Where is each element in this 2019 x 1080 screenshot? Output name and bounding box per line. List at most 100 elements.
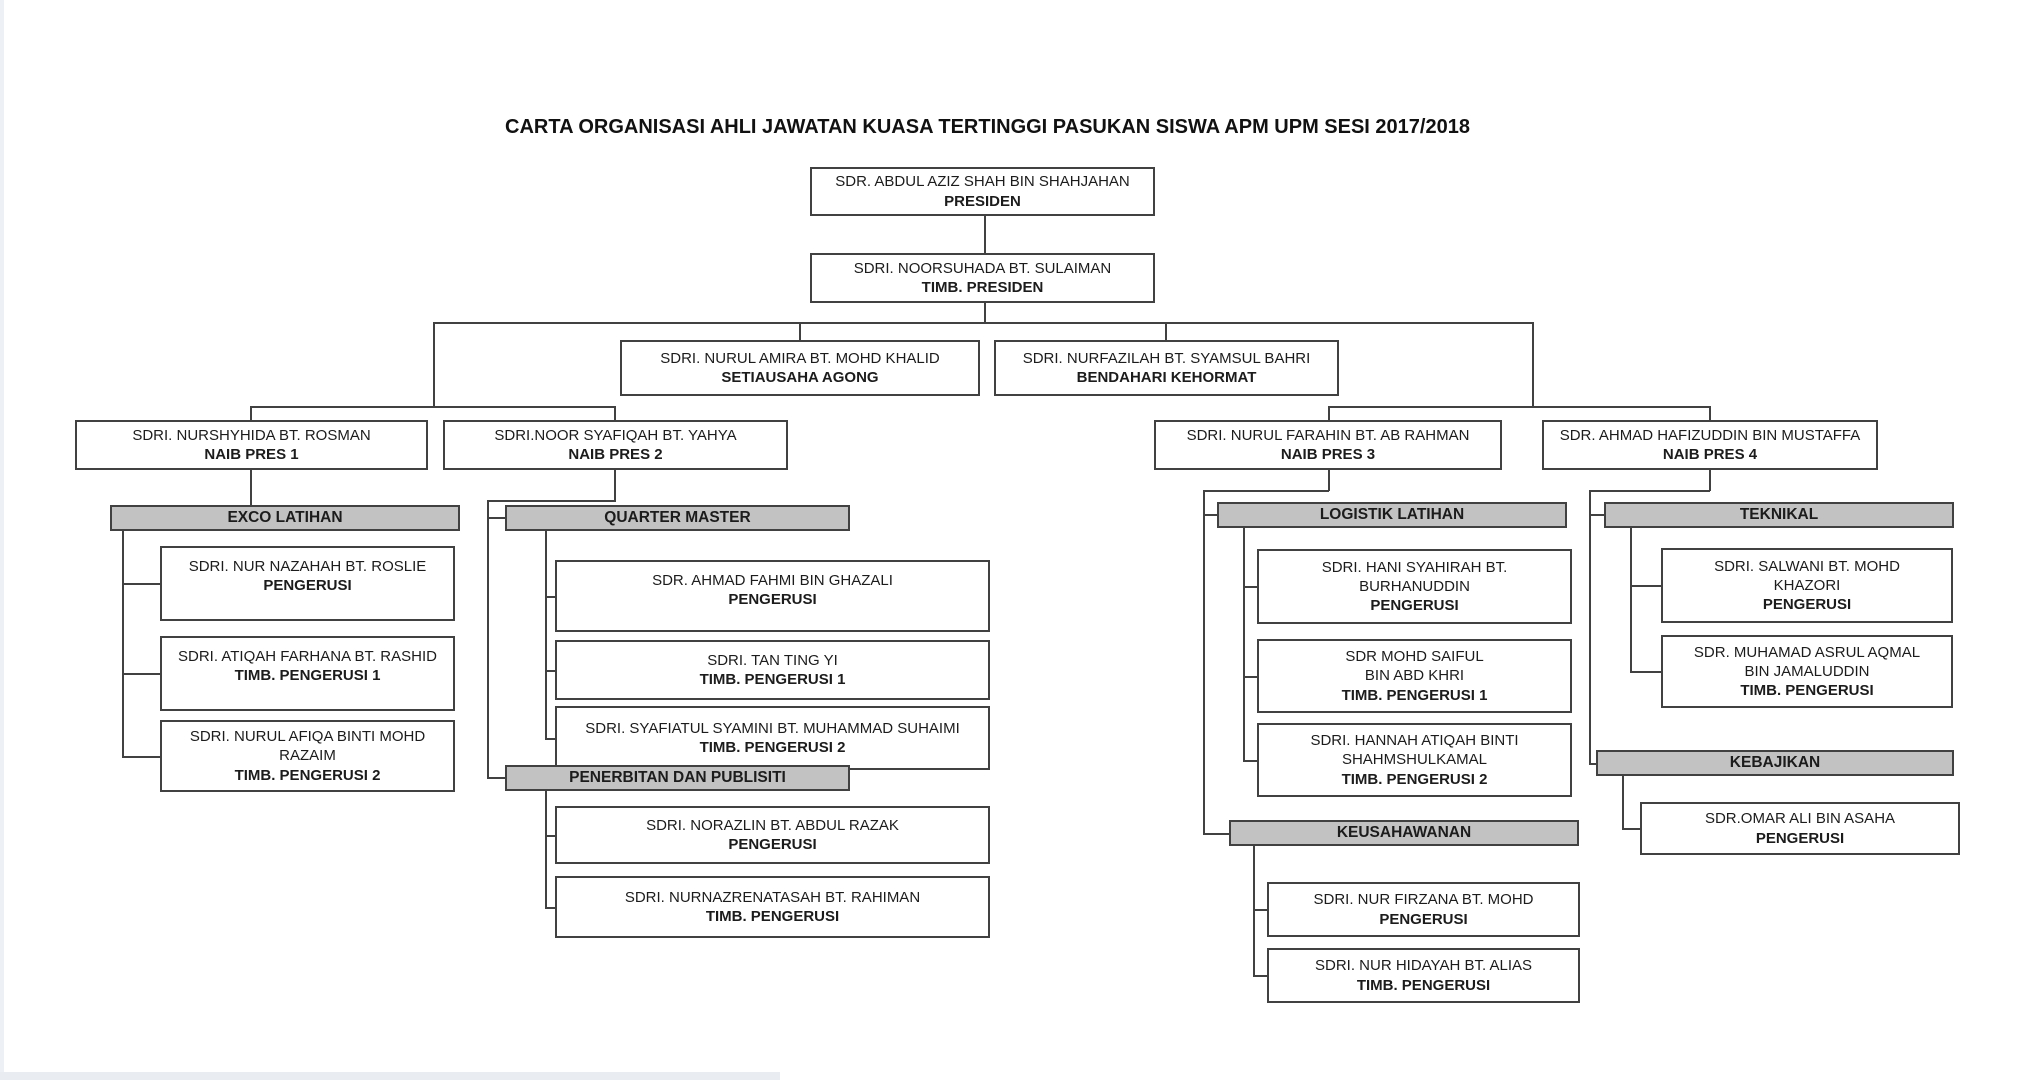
member-name: SDRI. NORAZLIN BT. ABDUL RAZAK xyxy=(646,816,899,834)
header-quarter-master: QUARTER MASTER xyxy=(505,505,850,531)
connector-line xyxy=(1253,846,1255,976)
connector-line xyxy=(250,406,252,420)
header-keusahawanan: KEUSAHAWANAN xyxy=(1229,820,1579,846)
member-role: PENGERUSI xyxy=(1370,597,1459,615)
member-role: PENGERUSI xyxy=(1762,596,1852,614)
box-penerbitan-member-1: SDRI. NORAZLIN BT. ABDUL RAZAK PENGERUSI xyxy=(555,806,990,864)
connector-line xyxy=(1532,322,1534,407)
member-name: SDRI. NURUL AFIQA BINTI MOHD RAZAIM xyxy=(189,728,426,765)
connector-line xyxy=(1203,514,1217,516)
member-role: SETIAUSAHA AGONG xyxy=(721,369,879,386)
connector-line xyxy=(1165,322,1167,340)
box-kebajikan-member-1: SDR.OMAR ALI BIN ASAHA PENGERUSI xyxy=(1640,802,1960,855)
member-name: SDRI. NURUL FARAHIN BT. AB RAHMAN xyxy=(1186,426,1470,444)
box-presiden: SDR. ABDUL AZIZ SHAH BIN SHAHJAHAN PRESI… xyxy=(810,167,1155,216)
connector-line xyxy=(1630,528,1632,673)
member-role: PENGERUSI xyxy=(1379,910,1468,928)
member-name: SDR. AHMAD HAFIZUDDIN BIN MUSTAFFA xyxy=(1559,426,1861,444)
box-quarter-master-member-1: SDR. AHMAD FAHMI BIN GHAZALI PENGERUSI xyxy=(555,560,990,632)
connector-line xyxy=(1328,406,1711,408)
box-logistik-member-1: SDRI. HANI SYAHIRAH BT. BURHANUDDIN PENG… xyxy=(1257,549,1572,624)
member-role: NAIB PRES 2 xyxy=(568,446,663,463)
box-keusahawanan-member-1: SDRI. NUR FIRZANA BT. MOHD PENGERUSI xyxy=(1267,882,1580,937)
section-title: KEUSAHAWANAN xyxy=(1336,824,1472,842)
connector-line xyxy=(545,835,555,837)
member-role: BENDAHARI KEHORMAT xyxy=(1076,369,1257,386)
connector-line xyxy=(250,406,616,408)
member-role: TIMB. PENGERUSI 1 xyxy=(1341,686,1488,704)
box-naib-pres-1: SDRI. NURSHYHIDA BT. ROSMAN NAIB PRES 1 xyxy=(75,420,428,470)
box-teknikal-member-2: SDR. MUHAMAD ASRUL AQMAL BIN JAMALUDDIN … xyxy=(1661,635,1953,708)
section-title: QUARTER MASTER xyxy=(604,509,751,527)
connector-line xyxy=(1589,514,1604,516)
member-name: SDRI. NURUL AMIRA BT. MOHD KHALID xyxy=(660,349,940,367)
connector-line xyxy=(122,756,160,758)
box-keusahawanan-member-2: SDRI. NUR HIDAYAH BT. ALIAS TIMB. PENGER… xyxy=(1267,948,1580,1003)
connector-line xyxy=(1203,833,1229,835)
box-teknikal-member-1: SDRI. SALWANI BT. MOHD KHAZORI PENGERUSI xyxy=(1661,548,1953,623)
member-name: SDRI. NURFAZILAH BT. SYAMSUL BAHRI xyxy=(1022,349,1311,367)
connector-line xyxy=(1243,586,1257,588)
connector-line xyxy=(1203,490,1329,492)
connector-line xyxy=(1589,490,1710,492)
member-name: SDR MOHD SAIFUL BIN ABD KHRI xyxy=(1345,648,1484,685)
connector-line xyxy=(545,791,547,908)
member-name: SDR. MUHAMAD ASRUL AQMAL BIN JAMALUDDIN xyxy=(1693,643,1921,680)
member-name: SDR. AHMAD FAHMI BIN GHAZALI xyxy=(652,572,893,589)
member-role: TIMB. PENGERUSI xyxy=(705,908,840,925)
connector-line xyxy=(1253,909,1267,911)
member-role: PENGERUSI xyxy=(728,836,817,853)
connector-line xyxy=(122,583,160,585)
member-role: PRESIDEN xyxy=(944,192,1021,210)
connector-line xyxy=(1253,975,1267,977)
connector-line xyxy=(487,500,489,778)
box-quarter-master-member-2: SDRI. TAN TING YI TIMB. PENGERUSI 1 xyxy=(555,640,990,700)
connector-line xyxy=(1589,763,1598,765)
box-setiausaha-agong: SDRI. NURUL AMIRA BT. MOHD KHALID SETIAU… xyxy=(620,340,980,396)
box-naib-pres-4: SDR. AHMAD HAFIZUDDIN BIN MUSTAFFA NAIB … xyxy=(1542,420,1878,470)
member-name: SDRI. NUR HIDAYAH BT. ALIAS xyxy=(1315,957,1532,975)
page-title: CARTA ORGANISASI AHLI JAWATAN KUASA TERT… xyxy=(505,116,1470,138)
member-role: TIMB. PENGERUSI 2 xyxy=(234,766,381,784)
connector-line xyxy=(799,322,801,340)
connector-line xyxy=(1589,490,1591,764)
section-title: PENERBITAN DAN PUBLISITI xyxy=(569,769,786,787)
connector-line xyxy=(250,470,252,505)
member-role: TIMB. PENGERUSI 2 xyxy=(1341,770,1488,788)
connector-line xyxy=(1243,760,1257,762)
connector-line xyxy=(1622,776,1624,829)
header-penerbitan-dan-publisiti: PENERBITAN DAN PUBLISITI xyxy=(505,765,850,791)
member-role: NAIB PRES 1 xyxy=(204,446,299,463)
box-bendahari-kehormat: SDRI. NURFAZILAH BT. SYAMSUL BAHRI BENDA… xyxy=(994,340,1339,396)
box-naib-pres-2: SDRI.NOOR SYAFIQAH BT. YAHYA NAIB PRES 2 xyxy=(443,420,788,470)
page-edge-left xyxy=(0,0,4,1080)
connector-line xyxy=(984,215,986,253)
member-name: SDRI. SYAFIATUL SYAMINI BT. MUHAMMAD SUH… xyxy=(585,719,960,737)
member-name: SDRI. HANI SYAHIRAH BT. BURHANUDDIN xyxy=(1321,558,1508,595)
header-exco-latihan: EXCO LATIHAN xyxy=(110,505,460,531)
member-role: PENGERUSI xyxy=(1755,829,1845,847)
member-name: SDRI. HANNAH ATIQAH BINTI SHAHMSHULKAMAL xyxy=(1310,732,1519,769)
connector-line xyxy=(545,907,555,909)
member-role: NAIB PRES 3 xyxy=(1280,446,1376,463)
box-logistik-member-3: SDRI. HANNAH ATIQAH BINTI SHAHMSHULKAMAL… xyxy=(1257,723,1572,797)
connector-line xyxy=(1328,406,1330,420)
connector-line xyxy=(1630,671,1661,673)
connector-line xyxy=(433,322,1534,324)
connector-line xyxy=(487,517,505,519)
member-name: SDRI. ATIQAH FARHANA BT. RASHID xyxy=(178,648,437,665)
member-name: SDR.OMAR ALI BIN ASAHA xyxy=(1704,810,1896,828)
member-role: PENGERUSI xyxy=(263,577,352,595)
connector-line xyxy=(122,673,160,675)
connector-line xyxy=(1328,470,1330,491)
member-name: SDR. ABDUL AZIZ SHAH BIN SHAHJAHAN xyxy=(835,173,1130,191)
section-title: TEKNIKAL xyxy=(1739,506,1819,524)
member-role: TIMB. PENGERUSI xyxy=(1356,976,1491,994)
header-teknikal: TEKNIKAL xyxy=(1604,502,1954,528)
box-exco-latihan-member-2: SDRI. ATIQAH FARHANA BT. RASHID TIMB. PE… xyxy=(160,636,455,711)
member-role: TIMB. PENGERUSI 1 xyxy=(699,671,846,688)
member-role: TIMB. PRESIDEN xyxy=(921,279,1044,296)
member-role: TIMB. PENGERUSI xyxy=(1740,682,1874,700)
connector-line xyxy=(545,531,547,739)
